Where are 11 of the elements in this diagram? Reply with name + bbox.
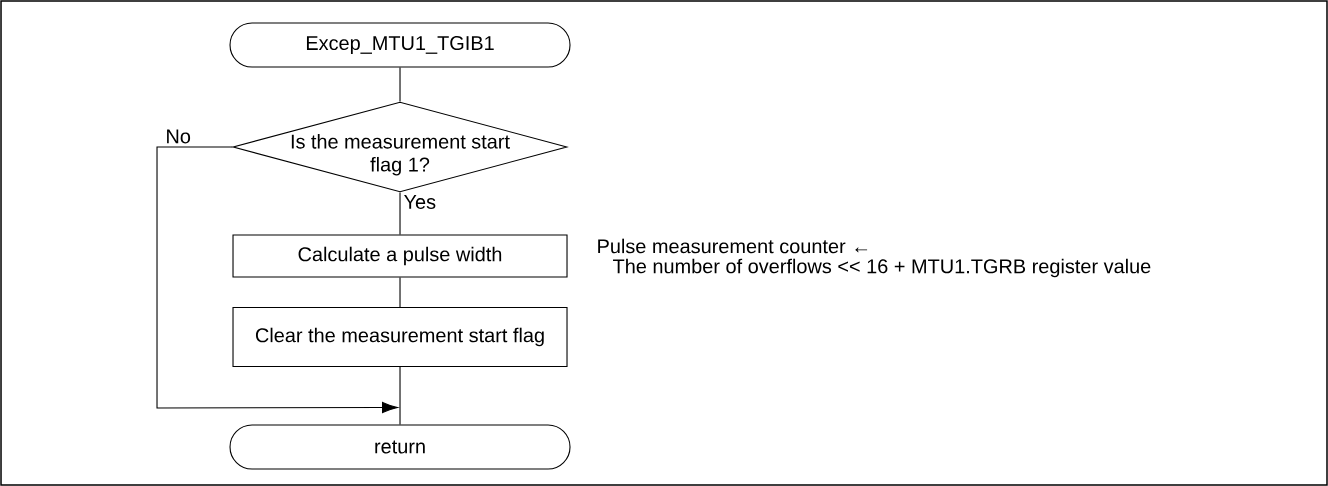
edge-label: Yes: [404, 195, 436, 209]
connector-line: [399, 277, 401, 308]
connector-line: [399, 192, 401, 235]
annotation-text: Pulse measurement counter ←: [598, 238, 868, 254]
annotation-text: The number of overflows << 16 + MTU1.TGRB register value: [613, 258, 1151, 278]
process-box: Clear the measurement start flag: [232, 306, 568, 368]
process-box: Calculate a pulse width: [232, 234, 568, 278]
connector-line: [399, 67, 401, 102]
connector-line: [156, 146, 399, 414]
connector-line: [399, 366, 401, 425]
edge-label: No: [167, 129, 191, 144]
